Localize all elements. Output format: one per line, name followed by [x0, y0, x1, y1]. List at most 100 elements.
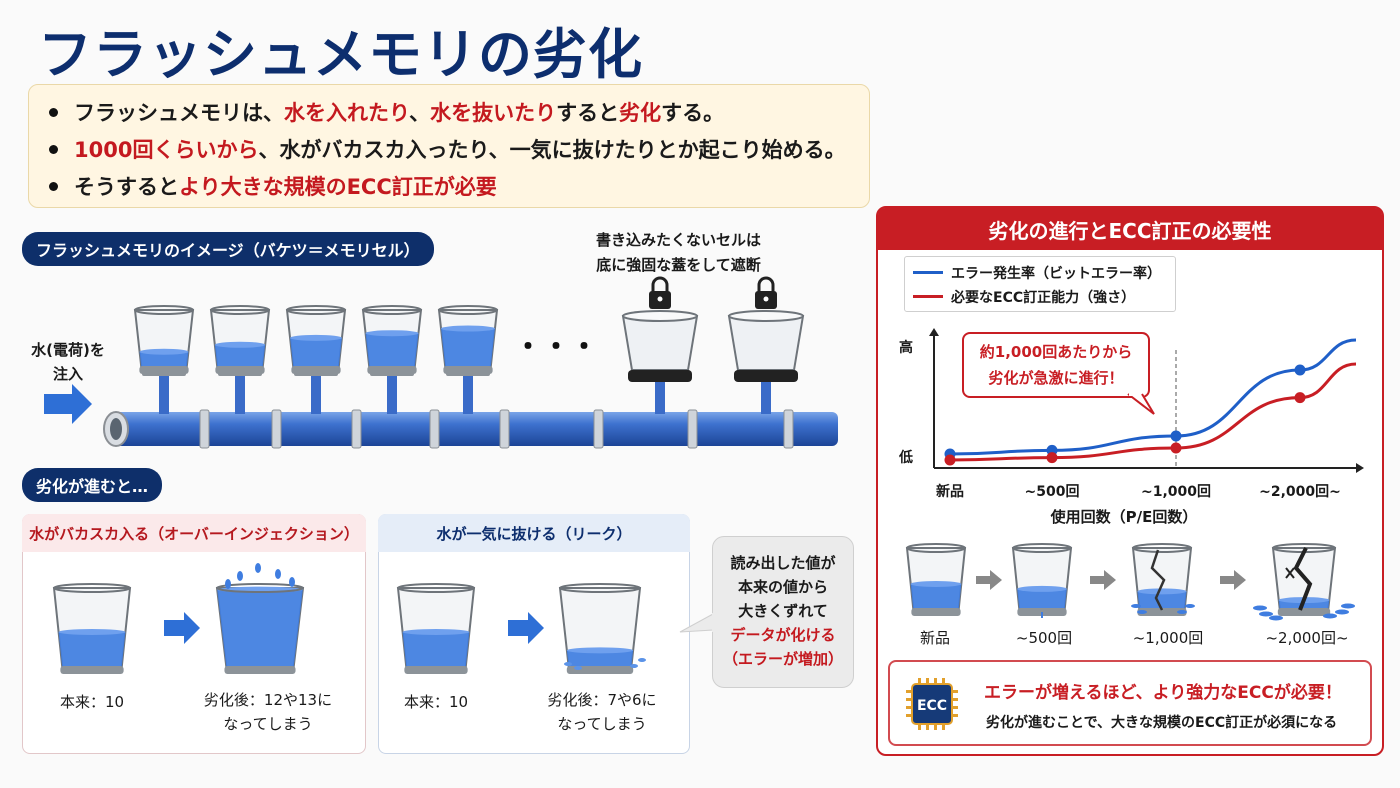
y-label-low: 低 — [898, 449, 913, 466]
data-point — [944, 454, 956, 466]
data-point — [1170, 442, 1182, 454]
bullet-dot — [49, 107, 58, 117]
crack — [1285, 567, 1295, 579]
stage-cup-new — [905, 543, 967, 616]
callout-tail — [1127, 392, 1155, 415]
ecc-subtext: 劣化が進むことで、大きな規模のECC訂正が必須になる — [986, 715, 1338, 731]
leak-drop — [1335, 609, 1349, 615]
arrow-right-icon — [44, 384, 92, 424]
callout-line2: 劣化が急激に進行！ — [988, 369, 1124, 387]
bullet-3-text: そうするとより大きな規模のECC訂正が必要 — [74, 175, 497, 199]
bucket-stem — [311, 374, 321, 414]
pipe-joint — [199, 409, 210, 449]
leak-drop — [1341, 603, 1355, 609]
legend-swatch-blue — [913, 270, 943, 274]
legend-item-error: エラー発生率（ビットエラー率） — [913, 263, 1161, 283]
chip-pin — [950, 690, 958, 693]
water — [402, 632, 470, 668]
ecc-chip-icon: ECC — [906, 678, 958, 730]
data-point — [1046, 452, 1058, 464]
leak-drop — [630, 664, 638, 668]
arrow-right-icon — [976, 570, 1002, 590]
leak-drop — [1269, 615, 1283, 621]
callout-line1: 約1,000回あたりから — [979, 343, 1133, 361]
water — [910, 583, 962, 610]
arrow-right-icon — [164, 612, 200, 644]
splash-drop — [237, 571, 243, 581]
water — [365, 333, 419, 368]
bucket-stem — [159, 374, 169, 414]
bullet-1-segment: フラッシュメモリは、 — [74, 101, 284, 125]
cup-base — [911, 608, 961, 616]
chip-pin — [906, 706, 914, 709]
bullet-1-segment: すると — [556, 101, 620, 125]
image-section-label: フラッシュメモリのイメージ（バケツ＝メモリセル） — [22, 232, 434, 266]
bullet-1-text: フラッシュメモリは、水を入れたり、水を抜いたりすると劣化する。 — [74, 101, 724, 125]
bucket-stem — [387, 374, 397, 414]
inject-label: 水(電荷)を 注入 — [18, 338, 118, 386]
chip-pin — [942, 678, 945, 686]
bullet-3-segment: より大きな規模のECC訂正が必要 — [179, 175, 497, 199]
bullet-3: そうするとより大きな規模のECC訂正が必要 — [49, 171, 497, 201]
bullet-1-segment: する。 — [661, 101, 725, 125]
bullet-3-segment: そうすると — [74, 175, 179, 199]
degradation-cups — [52, 563, 646, 674]
splash-drop — [255, 563, 261, 573]
bucket-stem — [655, 380, 665, 414]
crack — [1150, 549, 1166, 611]
leak-drop — [1177, 610, 1187, 614]
legend-item-ecc: 必要なECC訂正能力（強さ） — [913, 287, 1135, 307]
bullet-dot — [49, 144, 58, 154]
page-title: フラッシュメモリの劣化 — [38, 23, 643, 86]
bucket-icon — [361, 305, 423, 374]
lock-note-line2: 底に強固な蓋をして遮断 — [596, 256, 761, 274]
ecc-message-box: ECC エラーが増えるほど、より強力なECCが必要！ 劣化が進むことで、大きな規… — [888, 660, 1372, 746]
lock-note: 書き込みたくないセルは 底に強固な蓋をして遮断 — [596, 228, 761, 278]
splash-drop — [289, 577, 295, 587]
chip-pin — [950, 706, 958, 709]
bullet-2-segment: 1000回くらいから — [74, 138, 259, 162]
stage-cup-1000 — [1131, 543, 1193, 616]
over-after-line2: なってしまう — [223, 715, 313, 733]
bullet-2: 1000回くらいから、水がバカスカ入ったり、一気に抜けたりとか起こり始める。 — [49, 134, 846, 164]
bucket-icon — [437, 305, 499, 374]
bucket-icon — [133, 305, 195, 374]
bubble-line1: 読み出した値が — [730, 554, 836, 572]
over-injection-title: 水がバカスカ入る（オーバーインジェクション） — [22, 514, 366, 552]
stage-label-2000: ~2,000回~ — [1265, 629, 1349, 647]
leak-drop — [1323, 613, 1337, 619]
bullet-1-segment: 、 — [409, 101, 431, 125]
chip-pin — [950, 698, 958, 701]
water — [290, 337, 342, 368]
pipe-diagram: ・・・ — [44, 276, 838, 449]
cup-base — [566, 666, 634, 674]
ecc-headline: エラーが増えるほど、より強力なECCが必要！ — [984, 683, 1342, 703]
water — [58, 632, 126, 668]
cup-leak-icon — [558, 583, 642, 674]
chip-pin — [918, 722, 921, 730]
sealed-lid — [734, 370, 798, 382]
error-bubble: 読み出した値が 本来の値から 大きくずれて データが化ける （エラーが増加） — [712, 536, 854, 688]
chip-pin — [906, 690, 914, 693]
y-axis-arrow — [929, 328, 939, 336]
bucket-stem — [235, 374, 245, 414]
inject-label-line1: 水(電荷)を — [31, 341, 105, 359]
chip-pin — [926, 678, 929, 686]
bullet-1-segment: 水を抜いたり — [430, 101, 557, 125]
x-tick-label: ~2,000回~ — [1259, 484, 1341, 500]
summary-bullets: フラッシュメモリは、水を入れたり、水を抜いたりすると劣化する。 1000回くらい… — [28, 84, 870, 208]
inject-label-line2: 注入 — [52, 365, 83, 383]
stage-label-1000: ~1,000回 — [1132, 629, 1204, 647]
degradation-label: 劣化が進むと… — [22, 468, 163, 502]
cup-base — [1137, 608, 1187, 616]
water — [1137, 591, 1187, 610]
padlock-icon — [651, 276, 669, 292]
water — [566, 650, 634, 668]
cup-base — [60, 666, 124, 674]
leak-drop — [638, 658, 646, 662]
over-after: 劣化後：12や13に なってしまう — [188, 688, 348, 736]
bullet-2-text: 1000回くらいから、水がバカスカ入ったり、一気に抜けたりとか起こり始める。 — [74, 138, 846, 162]
pipe — [108, 412, 838, 446]
water — [441, 328, 495, 368]
